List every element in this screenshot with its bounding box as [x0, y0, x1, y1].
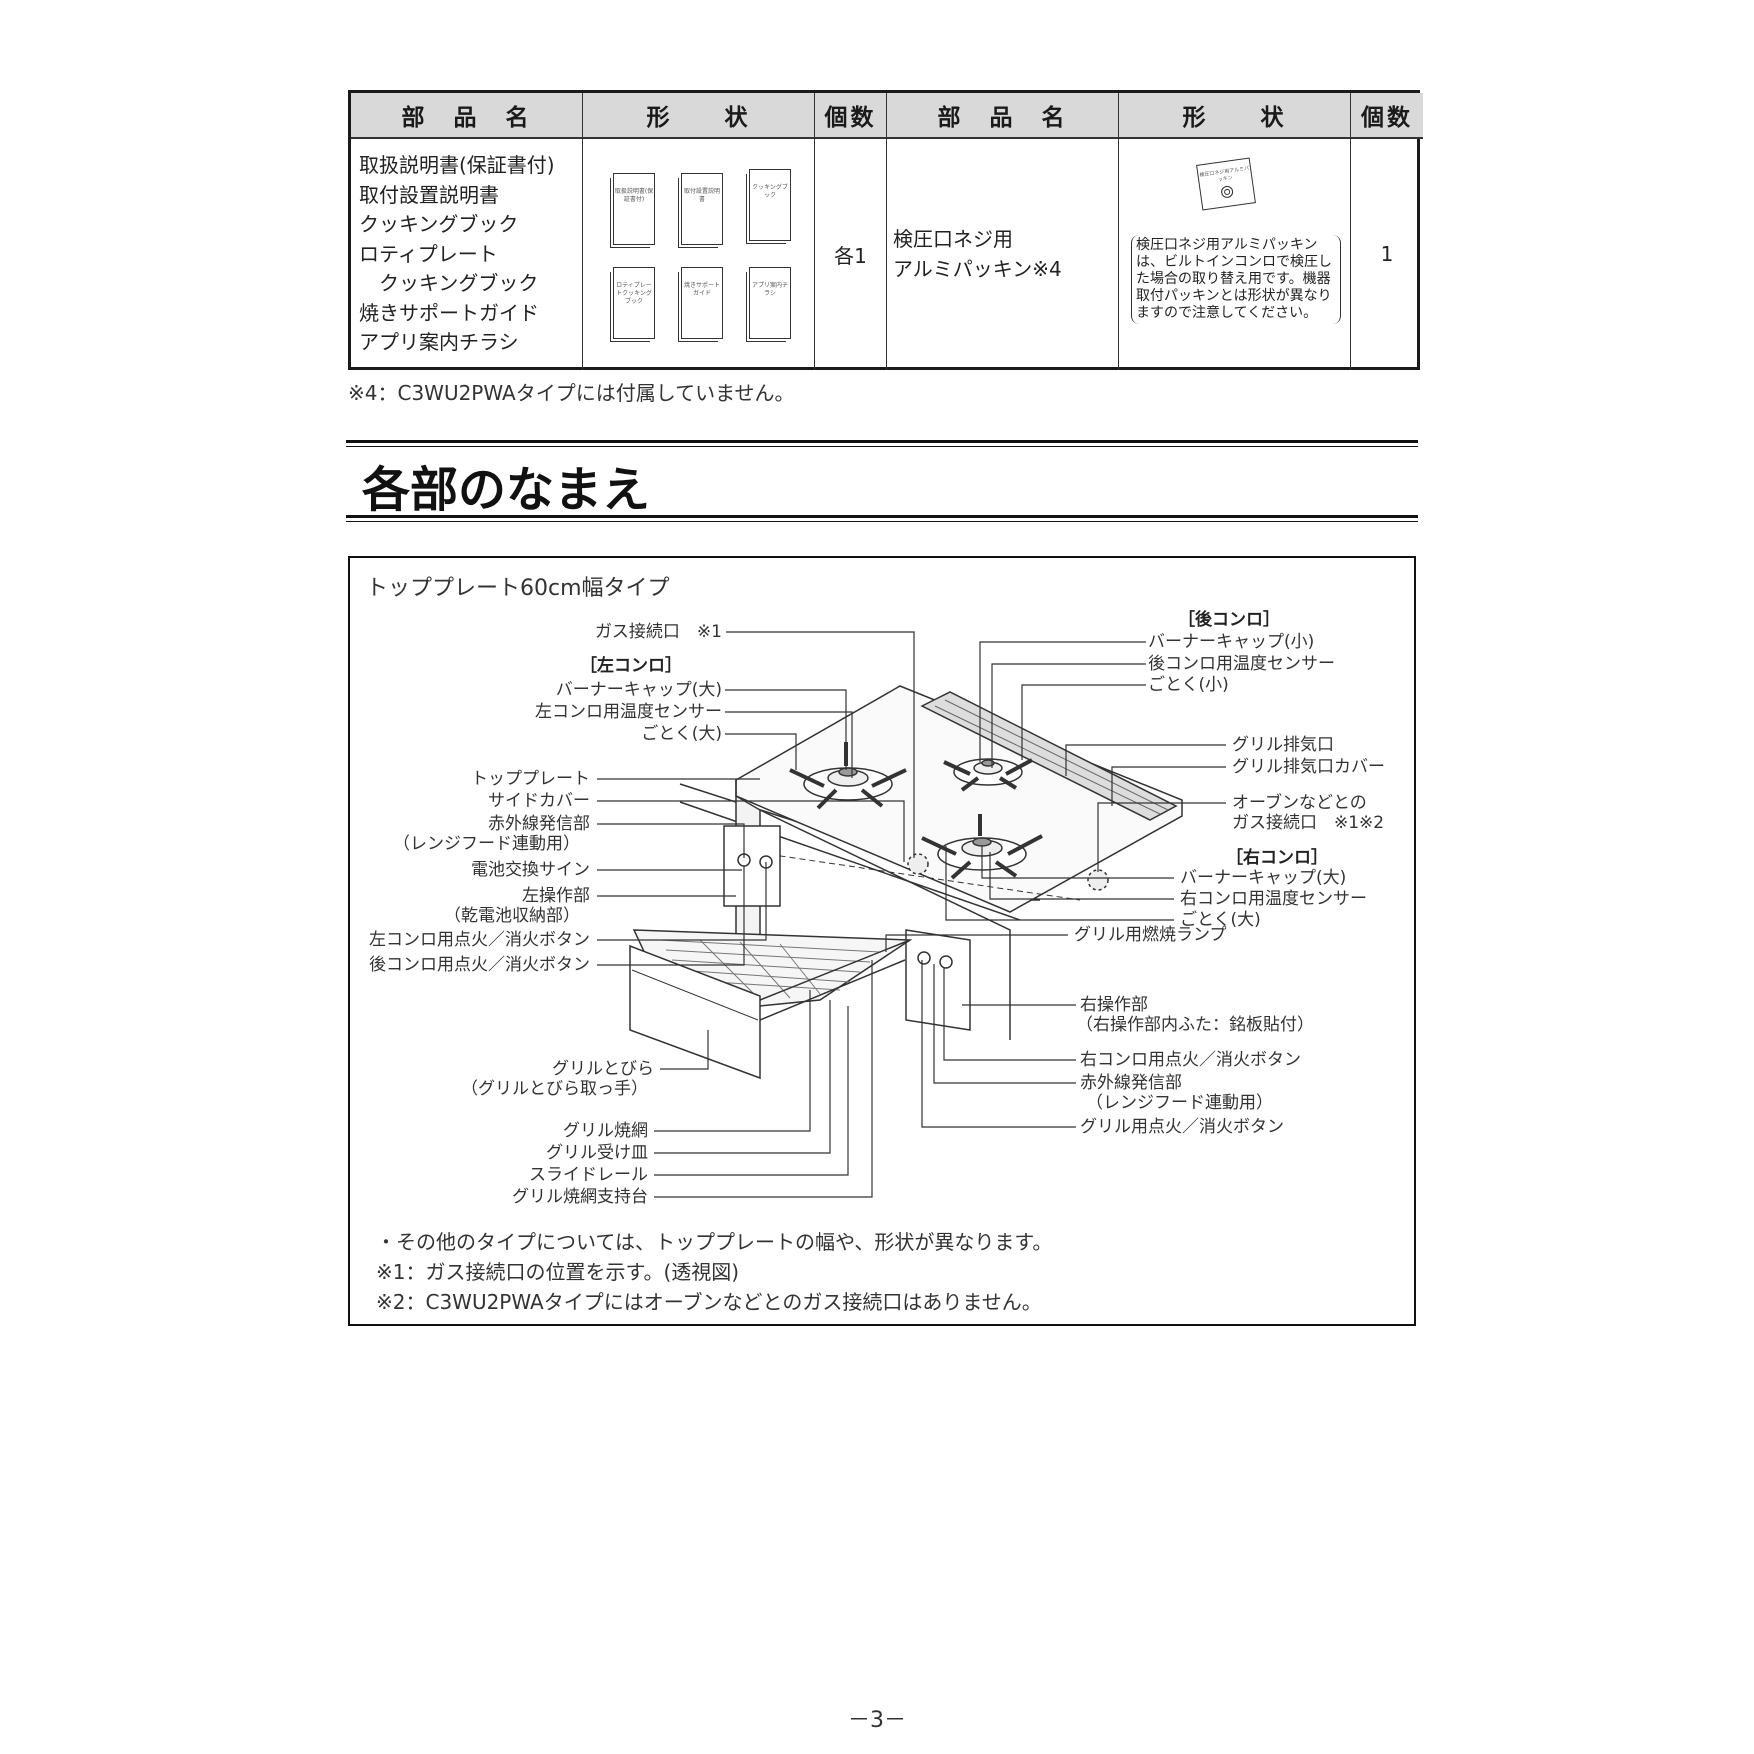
heading-rule-bottom — [346, 515, 1418, 518]
label-side-cover: サイドカバー — [488, 791, 590, 811]
label-grill-door-sub: （グリルとびら取っ手） — [461, 1079, 648, 1099]
cookbook-illustration: クッキングブック — [749, 169, 791, 241]
header-shape-2: 形 状 — [1119, 93, 1351, 139]
grill-door-shape — [629, 944, 761, 1080]
note-line: ※1：ガス接続口の位置を示す。(透視図) — [376, 1260, 740, 1284]
header-part-name: 部 品 名 — [351, 93, 583, 139]
label-left-ignite-button: 左コンロ用点火／消火ボタン — [369, 930, 590, 950]
page-number: －3－ — [848, 1708, 906, 1733]
label-oven-gas-line2: ガス接続口 ※1※2 — [1232, 813, 1385, 833]
label-right-trivet: ごとく(大) — [1180, 910, 1261, 930]
packing-note: 検圧口ネジ用アルミパッキンは、ビルトインコンロで検圧した場合の取り替え用です。機… — [1131, 235, 1341, 324]
label-burner-cap-small: バーナーキャップ(小) — [1148, 632, 1315, 652]
left-count-cell: 各1 — [815, 139, 887, 370]
right-shape-cell: 検圧口ネジ用アルミパッキン 検圧口ネジ用アルミパッキンは、ビルトインコンロで検圧… — [1119, 139, 1351, 370]
list-item: 取扱説明書(保証書付) — [359, 153, 555, 177]
label-left-temp-sensor: 左コンロ用温度センサー — [535, 702, 722, 722]
app-flyer-illustration: アプリ案内チラシ — [749, 267, 791, 339]
label-rear-temp-sensor: 後コンロ用温度センサー — [1148, 654, 1335, 674]
label-grill-lamp: グリル用燃焼ランプ — [1074, 925, 1227, 945]
diagram-subtitle: トッププレート60cm幅タイプ — [366, 576, 670, 601]
list-item: クッキングブック — [379, 271, 539, 295]
parts-table: 部 品 名 形 状 個数 部 品 名 形 状 個数 取扱説明書(保証書付) 取付… — [348, 90, 1423, 370]
header-count: 個数 — [815, 93, 887, 139]
diagram-notes: ・その他のタイプについては、トッププレートの幅や、形状が異なります。 ※1：ガス… — [376, 1227, 1052, 1317]
label-right-temp-sensor: 右コンロ用温度センサー — [1180, 889, 1367, 909]
right-item-cell: 検圧口ネジ用 アルミパッキン※4 — [887, 139, 1119, 370]
list-item: ロティプレート — [359, 241, 498, 266]
label-slide-rail: スライドレール — [529, 1165, 648, 1185]
label-right-panel-sub: （右操作部内ふた：銘板貼付） — [1076, 1015, 1314, 1035]
label-left-panel: 左操作部 — [522, 886, 590, 906]
manual-book-illustration: 取扱説明書(保証書付) — [613, 173, 655, 245]
label-rear-ignite-button: 後コンロ用点火／消火ボタン — [369, 955, 590, 975]
heading-rule-top — [346, 440, 1418, 443]
label-trivet-large: ごとく(大) — [641, 724, 722, 744]
label-grate-support: グリル焼網支持台 — [512, 1187, 648, 1207]
left-shape-cell: 取扱説明書(保証書付) 取付設置説明書 クッキングブック ロティプレートクッキン… — [583, 139, 815, 370]
list-item: アプリ案内チラシ — [359, 330, 519, 354]
right-count-cell: 1 — [1380, 242, 1394, 267]
table-footnote: ※4：C3WU2PWAタイプには付属していません。 — [348, 381, 795, 405]
support-guide-illustration: 焼きサポートガイド — [681, 267, 723, 339]
label-grill-exhaust-cover: グリル排気口カバー — [1232, 757, 1385, 777]
diagram-frame — [348, 556, 1416, 1326]
label-ir-transmitter-right-sub: （レンジフード連動用） — [1086, 1093, 1273, 1113]
header-shape: 形 状 — [583, 93, 815, 139]
label-battery-sign: 電池交換サイン — [471, 860, 590, 880]
label-grill-pan: グリル受け皿 — [546, 1143, 648, 1163]
list-item: クッキングブック — [359, 212, 519, 236]
label-right-ignite-button: 右コンロ用点火／消火ボタン — [1080, 1050, 1301, 1070]
label-grill-ignite-button: グリル用点火／消火ボタン — [1080, 1117, 1284, 1137]
label-grill-grate: グリル焼網 — [563, 1121, 648, 1141]
label-ir-transmitter-right: 赤外線発信部 — [1080, 1073, 1182, 1093]
label-rear-burner-group: ［後コンロ］ — [1178, 610, 1280, 630]
label-grill-door: グリルとびら — [552, 1059, 654, 1079]
header-part-name-2: 部 品 名 — [887, 93, 1119, 139]
label-left-burner-group: ［左コンロ］ — [580, 656, 682, 676]
label-left-panel-sub: （乾電池収納部） — [444, 906, 580, 926]
label-ir-transmitter-sub: （レンジフード連動用） — [393, 834, 580, 854]
roti-cookbook-illustration: ロティプレートクッキングブック — [613, 267, 655, 339]
label-oven-gas-line1: オーブンなどとの — [1232, 793, 1367, 813]
list-item: 焼きサポートガイド — [359, 300, 539, 325]
left-panel-shape — [723, 825, 781, 907]
label-top-plate: トッププレート — [471, 769, 590, 789]
label-ir-transmitter: 赤外線発信部 — [488, 814, 590, 834]
header-count-2: 個数 — [1351, 93, 1423, 139]
label-burner-cap-large: バーナーキャップ(大) — [555, 680, 722, 700]
right-item-line1: 検圧口ネジ用 — [893, 227, 1013, 252]
left-burner-shape — [789, 742, 907, 810]
list-item: 取付設置説明書 — [359, 182, 499, 207]
label-right-burner-group: ［右コンロ］ — [1226, 848, 1328, 868]
label-right-burner-cap: バーナーキャップ(大) — [1180, 868, 1347, 888]
label-right-panel: 右操作部 — [1080, 995, 1148, 1015]
label-grill-exhaust: グリル排気口 — [1232, 735, 1334, 755]
section-title: 各部のなまえ — [362, 462, 651, 518]
heading-rule-bottom-thin — [346, 521, 1418, 522]
right-item-line2: アルミパッキン※4 — [893, 257, 1062, 282]
note-line: ・その他のタイプについては、トッププレートの幅や、形状が異なります。 — [376, 1230, 1053, 1254]
rear-burner-shape — [943, 758, 1033, 792]
install-book-illustration: 取付設置説明書 — [681, 173, 723, 245]
label-gas-inlet: ガス接続口 ※1 — [594, 622, 722, 642]
note-line: ※2：C3WU2PWAタイプにはオーブンなどとのガス接続口はありません。 — [376, 1290, 1042, 1314]
right-panel-shape — [905, 929, 971, 1031]
heading-rule-top-thin — [346, 446, 1418, 447]
label-trivet-small: ごとく(小) — [1148, 675, 1229, 695]
left-items-cell: 取扱説明書(保証書付) 取付設置説明書 クッキングブック ロティプレート クッキ… — [351, 139, 583, 370]
